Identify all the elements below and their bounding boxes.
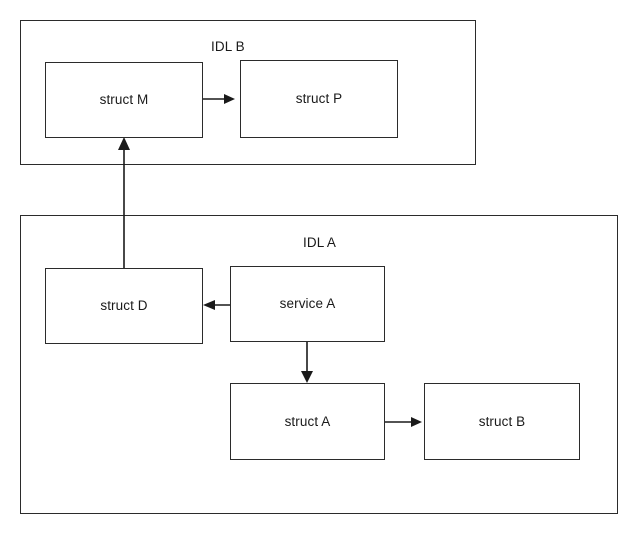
node-struct-m[interactable]: struct M [45,62,203,138]
node-struct-b[interactable]: struct B [424,383,580,460]
group-container-idl-a[interactable] [20,215,618,514]
group-label-idl-a: IDL A [303,235,337,250]
node-label-struct-b: struct B [478,413,526,429]
node-label-service-a: service A [279,296,336,312]
node-label-struct-m: struct M [99,92,149,108]
node-label-struct-a: struct A [284,413,331,429]
node-label-struct-p: struct P [295,91,343,107]
node-struct-a[interactable]: struct A [230,383,385,460]
group-label-idl-b: IDL B [211,39,245,54]
node-struct-d[interactable]: struct D [45,268,203,344]
node-struct-p[interactable]: struct P [240,60,398,138]
node-service-a[interactable]: service A [230,266,385,342]
node-label-struct-d: struct D [100,298,148,314]
